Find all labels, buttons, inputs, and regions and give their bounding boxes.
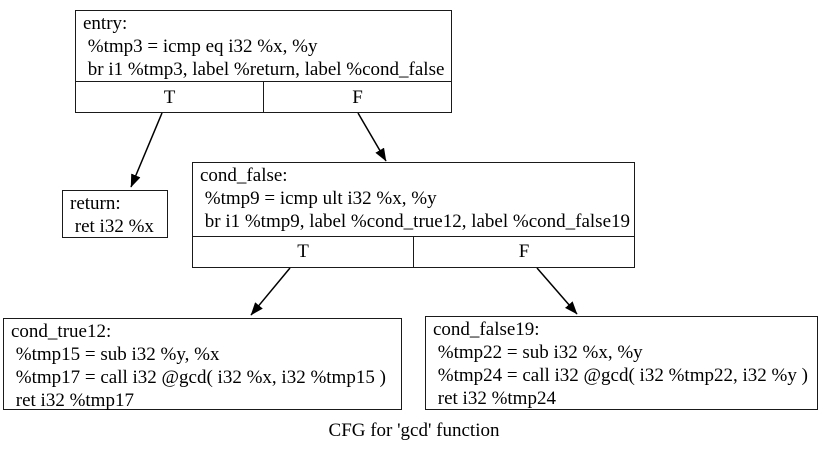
node-entry-body: entry: %tmp3 = icmp eq i32 %x, %y br i1 … bbox=[76, 11, 451, 81]
node-cond-false-instruction: %tmp9 = icmp ult i32 %x, %y bbox=[200, 188, 437, 209]
node-cond-true12-instruction: %tmp17 = call i32 @gcd( i32 %x, i32 %tmp… bbox=[11, 367, 386, 388]
node-return-instruction: ret i32 %x bbox=[70, 216, 154, 237]
node-entry-true-port: T bbox=[163, 86, 176, 108]
node-cond-false19-instruction: ret i32 %tmp24 bbox=[433, 388, 556, 409]
edge-cond-false-true-to-cond-true12 bbox=[250, 267, 291, 316]
node-entry: entry: %tmp3 = icmp eq i32 %x, %y br i1 … bbox=[75, 10, 452, 113]
node-entry-instruction: %tmp3 = icmp eq i32 %x, %y bbox=[83, 36, 318, 57]
node-cond-false19-instruction: %tmp22 = sub i32 %x, %y bbox=[433, 342, 643, 363]
node-cond-false19-label: cond_false19: bbox=[433, 319, 540, 340]
node-cond-false-ports: T F bbox=[193, 236, 634, 267]
node-cond-false19-body: cond_false19: %tmp22 = sub i32 %x, %y %t… bbox=[426, 317, 817, 410]
node-cond-true12-instruction: ret i32 %tmp17 bbox=[11, 390, 134, 411]
node-cond-false: cond_false: %tmp9 = icmp ult i32 %x, %y … bbox=[192, 162, 635, 268]
node-return: return: ret i32 %x bbox=[62, 190, 168, 238]
node-cond-true12-instruction: %tmp15 = sub i32 %y, %x bbox=[11, 344, 220, 365]
node-return-label: return: bbox=[70, 193, 121, 214]
node-cond-true12: cond_true12: %tmp15 = sub i32 %y, %x %tm… bbox=[3, 318, 402, 412]
node-cond-false-label: cond_false: bbox=[200, 165, 288, 186]
edge-entry-true-to-return bbox=[130, 112, 163, 188]
node-entry-instruction: br i1 %tmp3, label %return, label %cond_… bbox=[83, 59, 445, 80]
node-entry-label: entry: bbox=[83, 13, 128, 34]
node-return-body: return: ret i32 %x bbox=[63, 191, 167, 238]
node-cond-false19: cond_false19: %tmp22 = sub i32 %x, %y %t… bbox=[425, 316, 818, 410]
node-cond-false19-instruction: %tmp24 = call i32 @gcd( i32 %tmp22, i32 … bbox=[433, 365, 808, 386]
node-cond-false-body: cond_false: %tmp9 = icmp ult i32 %x, %y … bbox=[193, 163, 634, 236]
node-cond-false-instruction: br i1 %tmp9, label %cond_true12, label %… bbox=[200, 211, 631, 232]
graph-caption: CFG for 'gcd' function bbox=[328, 420, 500, 441]
node-cond-false-true-port: T bbox=[297, 241, 309, 262]
node-cond-false-false-port: F bbox=[413, 237, 634, 267]
node-cond-true12-body: cond_true12: %tmp15 = sub i32 %y, %x %tm… bbox=[4, 319, 401, 412]
edge-cond-false-false-to-cond-false19 bbox=[536, 267, 578, 315]
node-entry-false-port: F bbox=[263, 82, 451, 113]
node-entry-ports: T F bbox=[76, 81, 451, 113]
edge-entry-false-to-cond-false bbox=[357, 112, 387, 162]
node-cond-true12-label: cond_true12: bbox=[11, 321, 112, 342]
